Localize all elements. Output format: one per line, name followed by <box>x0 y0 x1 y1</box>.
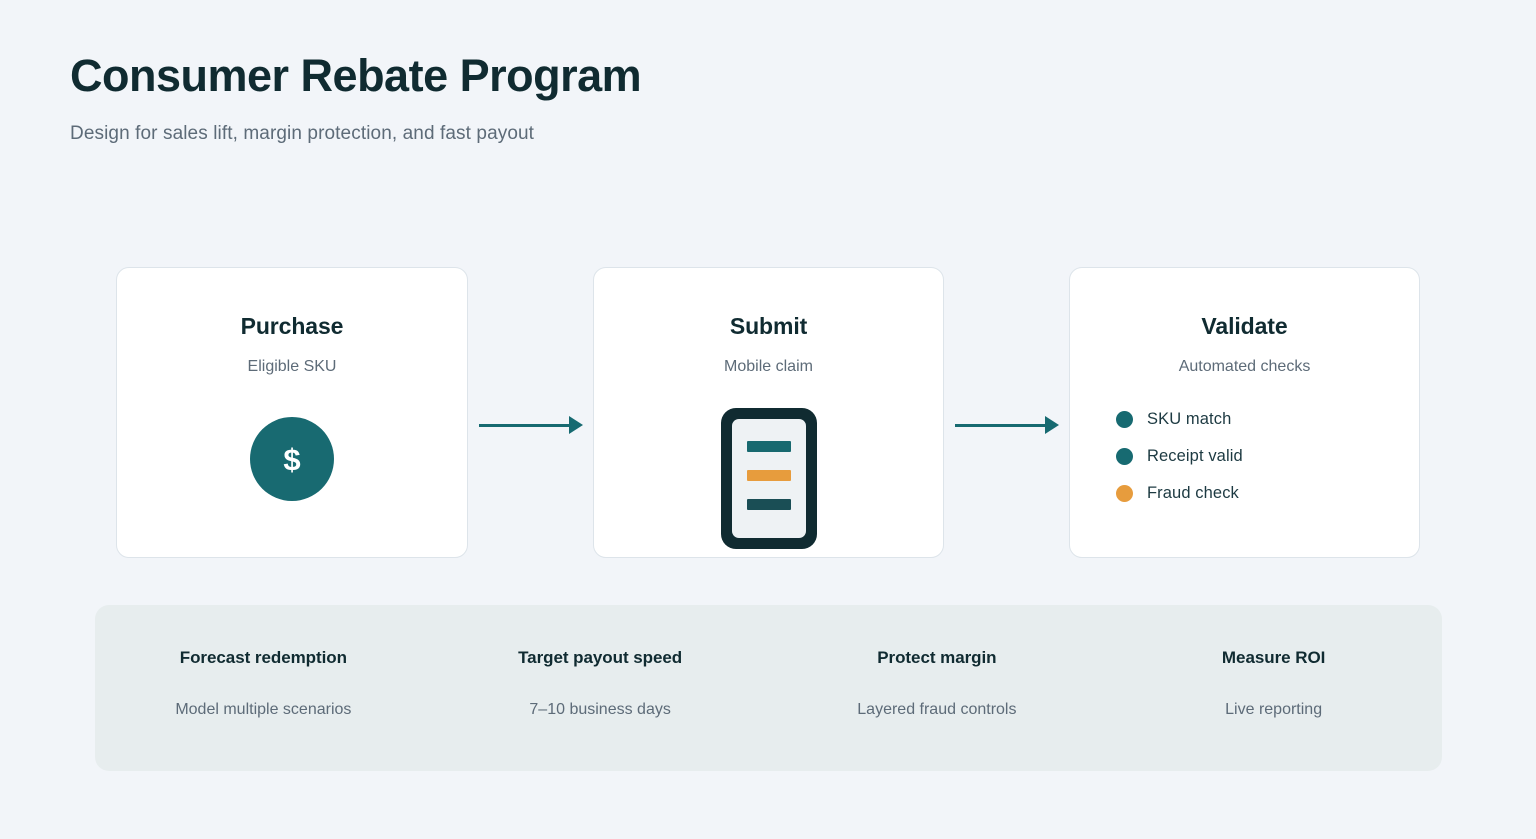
metric-value: Layered fraud controls <box>857 701 1017 718</box>
page-title: Consumer Rebate Program <box>70 50 642 101</box>
metric-value: Live reporting <box>1225 701 1323 718</box>
metric-value: Model multiple scenarios <box>175 701 352 718</box>
dollar-glyph: $ <box>283 441 301 477</box>
flow-step-subtitle: Mobile claim <box>724 358 813 375</box>
metric-label: Target payout speed <box>518 648 683 667</box>
arrow-shaft <box>955 423 1045 427</box>
validation-check-list: SKU match Receipt valid Fraud check <box>1070 376 1419 503</box>
metric-label: Forecast redemption <box>179 648 347 667</box>
dollar-circle-icon: $ <box>250 417 334 501</box>
metric-label: Protect margin <box>877 648 997 667</box>
metric-protect-margin: Protect margin Layered fraud controls <box>769 605 1106 771</box>
flow-step-purchase[interactable]: Purchase Eligible SKU $ <box>116 267 468 558</box>
list-item: Receipt valid <box>1116 447 1419 466</box>
metric-label: Measure ROI <box>1221 648 1326 667</box>
arrow-shaft <box>479 423 569 427</box>
phone-screen-line-2 <box>746 470 791 481</box>
status-dot-icon <box>1116 411 1133 428</box>
flow-step-title: Submit <box>729 313 808 339</box>
page-subtitle: Design for sales lift, margin protection… <box>70 122 535 144</box>
slide-header: Consumer Rebate Program Design for sales… <box>70 50 1450 145</box>
flow-step-subtitle: Automated checks <box>1178 358 1311 375</box>
check-label: Receipt valid <box>1147 447 1243 465</box>
phone-screen-line-3 <box>746 499 791 510</box>
dollar-badge-wrap: $ <box>117 376 467 501</box>
metric-value: 7–10 business days <box>529 701 671 718</box>
flow-step-title: Validate <box>1201 313 1288 339</box>
arrow-right-icon-purchase-to-submit <box>479 415 583 435</box>
status-dot-icon <box>1116 448 1133 465</box>
program-metrics-panel: Forecast redemption Model multiple scena… <box>95 605 1442 771</box>
check-label: SKU match <box>1147 410 1232 428</box>
arrow-head <box>1045 416 1059 434</box>
arrow-right-icon-submit-to-validate <box>955 415 1059 435</box>
flow-step-title: Purchase <box>240 313 344 339</box>
process-flow: Purchase Eligible SKU $ Submit Mobile cl… <box>116 267 1420 558</box>
flow-step-submit[interactable]: Submit Mobile claim <box>593 267 944 558</box>
list-item: Fraud check <box>1116 484 1419 503</box>
phone-icon-wrap <box>594 376 943 549</box>
list-item: SKU match <box>1116 410 1419 429</box>
mobile-phone-icon <box>720 408 817 549</box>
check-label: Fraud check <box>1147 484 1239 502</box>
phone-screen-line-1 <box>746 441 791 452</box>
metric-target-payout-speed: Target payout speed 7–10 business days <box>432 605 769 771</box>
metric-measure-roi: Measure ROI Live reporting <box>1105 605 1442 771</box>
metric-forecast-redemption: Forecast redemption Model multiple scena… <box>95 605 432 771</box>
flow-step-subtitle: Eligible SKU <box>247 358 337 375</box>
status-dot-icon <box>1116 485 1133 502</box>
phone-screen <box>731 419 806 538</box>
arrow-head <box>569 416 583 434</box>
flow-step-validate[interactable]: Validate Automated checks SKU match Rece… <box>1069 267 1420 558</box>
